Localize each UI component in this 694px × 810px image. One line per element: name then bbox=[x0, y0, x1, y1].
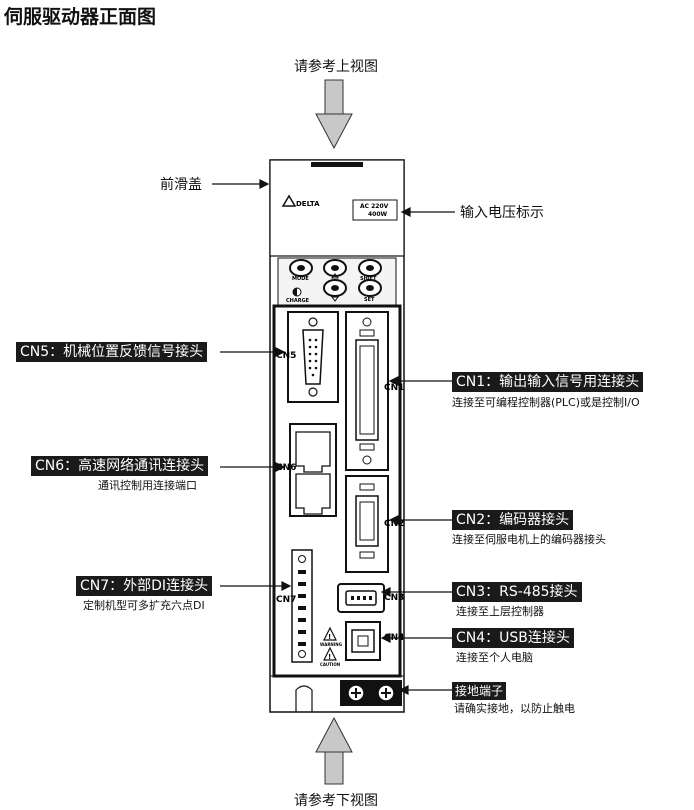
svg-text:CN7: CN7 bbox=[276, 595, 296, 605]
svg-text:WARNING: WARNING bbox=[320, 642, 342, 647]
cn7-callout-desc: 定制机型可多扩充六点DI bbox=[83, 599, 205, 612]
cn1-connector[interactable] bbox=[345, 311, 389, 471]
svg-text:CN5: CN5 bbox=[276, 351, 296, 361]
up-button[interactable] bbox=[323, 259, 347, 277]
cn4-callout-desc: 连接至个人电脑 bbox=[456, 651, 533, 664]
cn3-callout-label: CN3：RS-485接头 bbox=[452, 582, 582, 602]
cn7-callout-label: CN7：外部DI连接头 bbox=[76, 576, 213, 596]
mode-button[interactable] bbox=[289, 259, 313, 277]
cn3-callout-desc: 连接至上层控制器 bbox=[456, 605, 544, 618]
cn6-callout-desc: 通讯控制用连接端口 bbox=[98, 479, 197, 492]
svg-text:CHARGE: CHARGE bbox=[286, 298, 310, 304]
ground-callout-desc: 请确实接地，以防止触电 bbox=[454, 702, 575, 715]
front-cover-label: 前滑盖 bbox=[160, 177, 202, 193]
cn7-connector[interactable] bbox=[291, 549, 313, 663]
set-button[interactable] bbox=[358, 279, 382, 297]
ground-callout-label: 接地端子 bbox=[452, 682, 507, 700]
cn6-connector[interactable] bbox=[289, 423, 337, 517]
page-title: 伺服驱动器正面图 bbox=[4, 6, 157, 28]
svg-text:!: ! bbox=[328, 653, 331, 661]
svg-text:CN2: CN2 bbox=[384, 519, 404, 529]
down-button[interactable] bbox=[323, 279, 347, 297]
svg-text:400W: 400W bbox=[368, 211, 388, 218]
cn5-connector[interactable] bbox=[287, 311, 339, 403]
cn3-connector[interactable] bbox=[337, 583, 385, 613]
cn4-connector[interactable] bbox=[345, 621, 381, 661]
bottom-view-arrow bbox=[315, 716, 353, 785]
svg-text:CAUTION: CAUTION bbox=[320, 662, 340, 667]
cn6-callout-label: CN6：高速网络通讯连接头 bbox=[31, 456, 209, 476]
top-view-label: 请参考上视图 bbox=[294, 59, 378, 75]
cn4-callout-label: CN4：USB连接头 bbox=[452, 628, 574, 648]
bottom-view-label: 请参考下视图 bbox=[294, 793, 378, 809]
svg-text:AC 220V: AC 220V bbox=[360, 203, 389, 210]
cn5-callout-label: CN5：机械位置反馈信号接头 bbox=[16, 342, 208, 362]
svg-text:CN1: CN1 bbox=[384, 383, 404, 393]
cn2-callout-desc: 连接至伺服电机上的编码器接头 bbox=[452, 533, 606, 546]
warning-icon: ! WARNING bbox=[320, 626, 342, 647]
caution-icon: ! CAUTION bbox=[320, 646, 340, 667]
svg-text:SET: SET bbox=[364, 297, 375, 303]
input-voltage-label: 输入电压标示 bbox=[460, 205, 544, 221]
brand-logo: DELTA bbox=[296, 200, 320, 208]
rating-plate bbox=[352, 199, 398, 221]
cn2-callout-label: CN2：编码器接头 bbox=[452, 510, 574, 530]
cn2-connector[interactable] bbox=[345, 475, 389, 573]
shift-button[interactable] bbox=[358, 259, 382, 277]
svg-text:CN6: CN6 bbox=[276, 463, 296, 473]
svg-text:CN3: CN3 bbox=[384, 593, 404, 603]
svg-text:!: ! bbox=[328, 633, 331, 641]
svg-text:MODE: MODE bbox=[292, 276, 309, 282]
svg-text:SHIFT: SHIFT bbox=[360, 276, 377, 282]
callout-arrows bbox=[212, 179, 455, 695]
cn1-callout-label: CN1：输出输入信号用连接头 bbox=[452, 372, 644, 392]
cn1-callout-desc: 连接至可编程控制器(PLC)或是控制I/O bbox=[452, 396, 640, 409]
top-view-arrow bbox=[315, 79, 353, 150]
